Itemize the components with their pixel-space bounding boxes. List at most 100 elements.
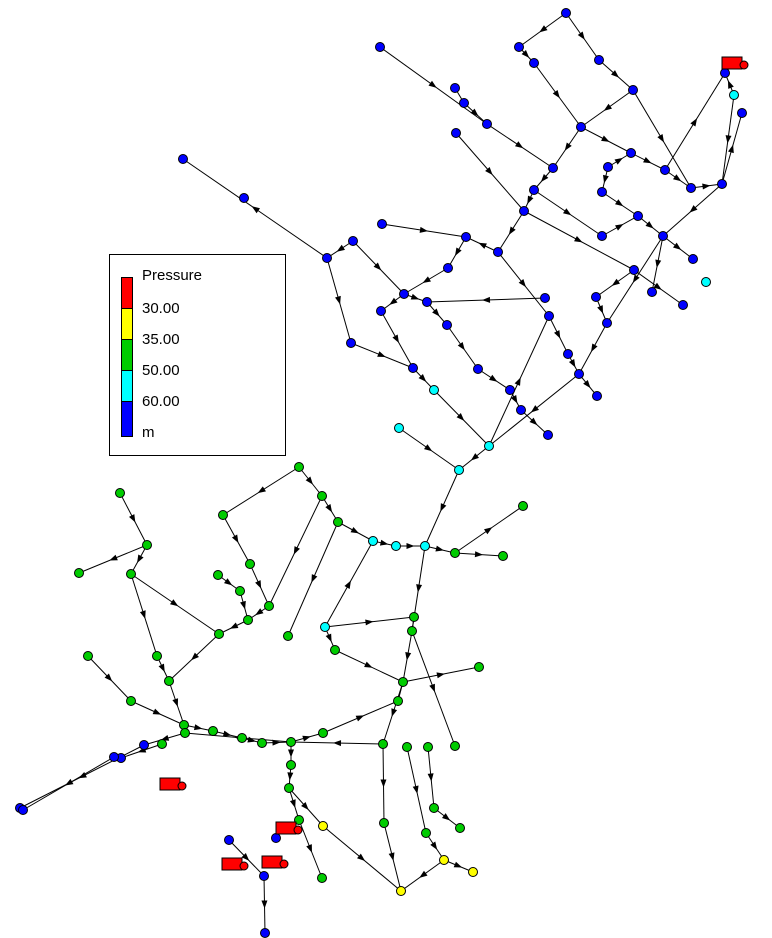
junction-node[interactable]: [294, 815, 304, 825]
junction-node[interactable]: [688, 254, 698, 264]
junction-node[interactable]: [597, 231, 607, 241]
junction-node[interactable]: [394, 423, 404, 433]
junction-node[interactable]: [429, 803, 439, 813]
junction-node[interactable]: [540, 293, 550, 303]
junction-node[interactable]: [737, 108, 747, 118]
junction-node[interactable]: [237, 733, 247, 743]
junction-node[interactable]: [398, 677, 408, 687]
junction-node[interactable]: [529, 58, 539, 68]
junction-node[interactable]: [126, 696, 136, 706]
junction-node[interactable]: [284, 783, 294, 793]
junction-node[interactable]: [407, 626, 417, 636]
junction-node[interactable]: [420, 541, 430, 551]
junction-node[interactable]: [245, 559, 255, 569]
junction-node[interactable]: [548, 163, 558, 173]
junction-node[interactable]: [561, 8, 571, 18]
junction-node[interactable]: [484, 441, 494, 451]
junction-node[interactable]: [597, 187, 607, 197]
junction-node[interactable]: [243, 615, 253, 625]
junction-node[interactable]: [180, 728, 190, 738]
junction-node[interactable]: [224, 835, 234, 845]
junction-node[interactable]: [115, 488, 125, 498]
tank-icon[interactable]: [721, 56, 749, 70]
junction-node[interactable]: [283, 631, 293, 641]
junction-node[interactable]: [443, 263, 453, 273]
tank-icon[interactable]: [261, 855, 289, 869]
junction-node[interactable]: [348, 236, 358, 246]
junction-node[interactable]: [461, 232, 471, 242]
junction-node[interactable]: [152, 651, 162, 661]
junction-node[interactable]: [83, 651, 93, 661]
junction-node[interactable]: [720, 68, 730, 78]
junction-node[interactable]: [126, 569, 136, 579]
junction-node[interactable]: [660, 165, 670, 175]
junction-node[interactable]: [544, 311, 554, 321]
junction-node[interactable]: [423, 742, 433, 752]
junction-node[interactable]: [286, 737, 296, 747]
junction-node[interactable]: [402, 742, 412, 752]
junction-node[interactable]: [376, 306, 386, 316]
junction-node[interactable]: [213, 570, 223, 580]
junction-node[interactable]: [379, 818, 389, 828]
junction-node[interactable]: [591, 292, 601, 302]
junction-node[interactable]: [333, 517, 343, 527]
junction-node[interactable]: [543, 430, 553, 440]
junction-node[interactable]: [678, 300, 688, 310]
junction-node[interactable]: [450, 548, 460, 558]
junction-node[interactable]: [717, 179, 727, 189]
junction-node[interactable]: [330, 645, 340, 655]
junction-node[interactable]: [529, 185, 539, 195]
junction-node[interactable]: [375, 42, 385, 52]
junction-node[interactable]: [633, 211, 643, 221]
junction-node[interactable]: [574, 369, 584, 379]
junction-node[interactable]: [514, 42, 524, 52]
junction-node[interactable]: [450, 741, 460, 751]
junction-node[interactable]: [563, 349, 573, 359]
junction-node[interactable]: [320, 622, 330, 632]
junction-node[interactable]: [493, 247, 503, 257]
junction-node[interactable]: [139, 740, 149, 750]
junction-node[interactable]: [317, 873, 327, 883]
junction-node[interactable]: [519, 206, 529, 216]
junction-node[interactable]: [393, 696, 403, 706]
junction-node[interactable]: [317, 491, 327, 501]
junction-node[interactable]: [473, 364, 483, 374]
junction-node[interactable]: [422, 297, 432, 307]
junction-node[interactable]: [729, 90, 739, 100]
junction-node[interactable]: [474, 662, 484, 672]
junction-node[interactable]: [498, 551, 508, 561]
junction-node[interactable]: [178, 154, 188, 164]
junction-node[interactable]: [208, 726, 218, 736]
junction-node[interactable]: [74, 568, 84, 578]
junction-node[interactable]: [592, 391, 602, 401]
junction-node[interactable]: [454, 465, 464, 475]
junction-node[interactable]: [164, 676, 174, 686]
junction-node[interactable]: [602, 318, 612, 328]
junction-node[interactable]: [368, 536, 378, 546]
junction-node[interactable]: [378, 739, 388, 749]
junction-node[interactable]: [455, 823, 465, 833]
junction-node[interactable]: [459, 98, 469, 108]
junction-node[interactable]: [18, 805, 28, 815]
junction-node[interactable]: [260, 928, 270, 938]
junction-node[interactable]: [294, 462, 304, 472]
junction-node[interactable]: [442, 320, 452, 330]
tank-icon[interactable]: [221, 857, 249, 871]
junction-node[interactable]: [658, 231, 668, 241]
junction-node[interactable]: [264, 601, 274, 611]
junction-node[interactable]: [391, 541, 401, 551]
junction-node[interactable]: [482, 119, 492, 129]
junction-node[interactable]: [626, 148, 636, 158]
junction-node[interactable]: [257, 738, 267, 748]
junction-node[interactable]: [318, 821, 328, 831]
junction-node[interactable]: [429, 385, 439, 395]
junction-node[interactable]: [576, 122, 586, 132]
junction-node[interactable]: [594, 55, 604, 65]
junction-node[interactable]: [450, 83, 460, 93]
junction-node[interactable]: [421, 828, 431, 838]
junction-node[interactable]: [409, 612, 419, 622]
junction-node[interactable]: [518, 501, 528, 511]
junction-node[interactable]: [468, 867, 478, 877]
junction-node[interactable]: [647, 287, 657, 297]
junction-node[interactable]: [451, 128, 461, 138]
